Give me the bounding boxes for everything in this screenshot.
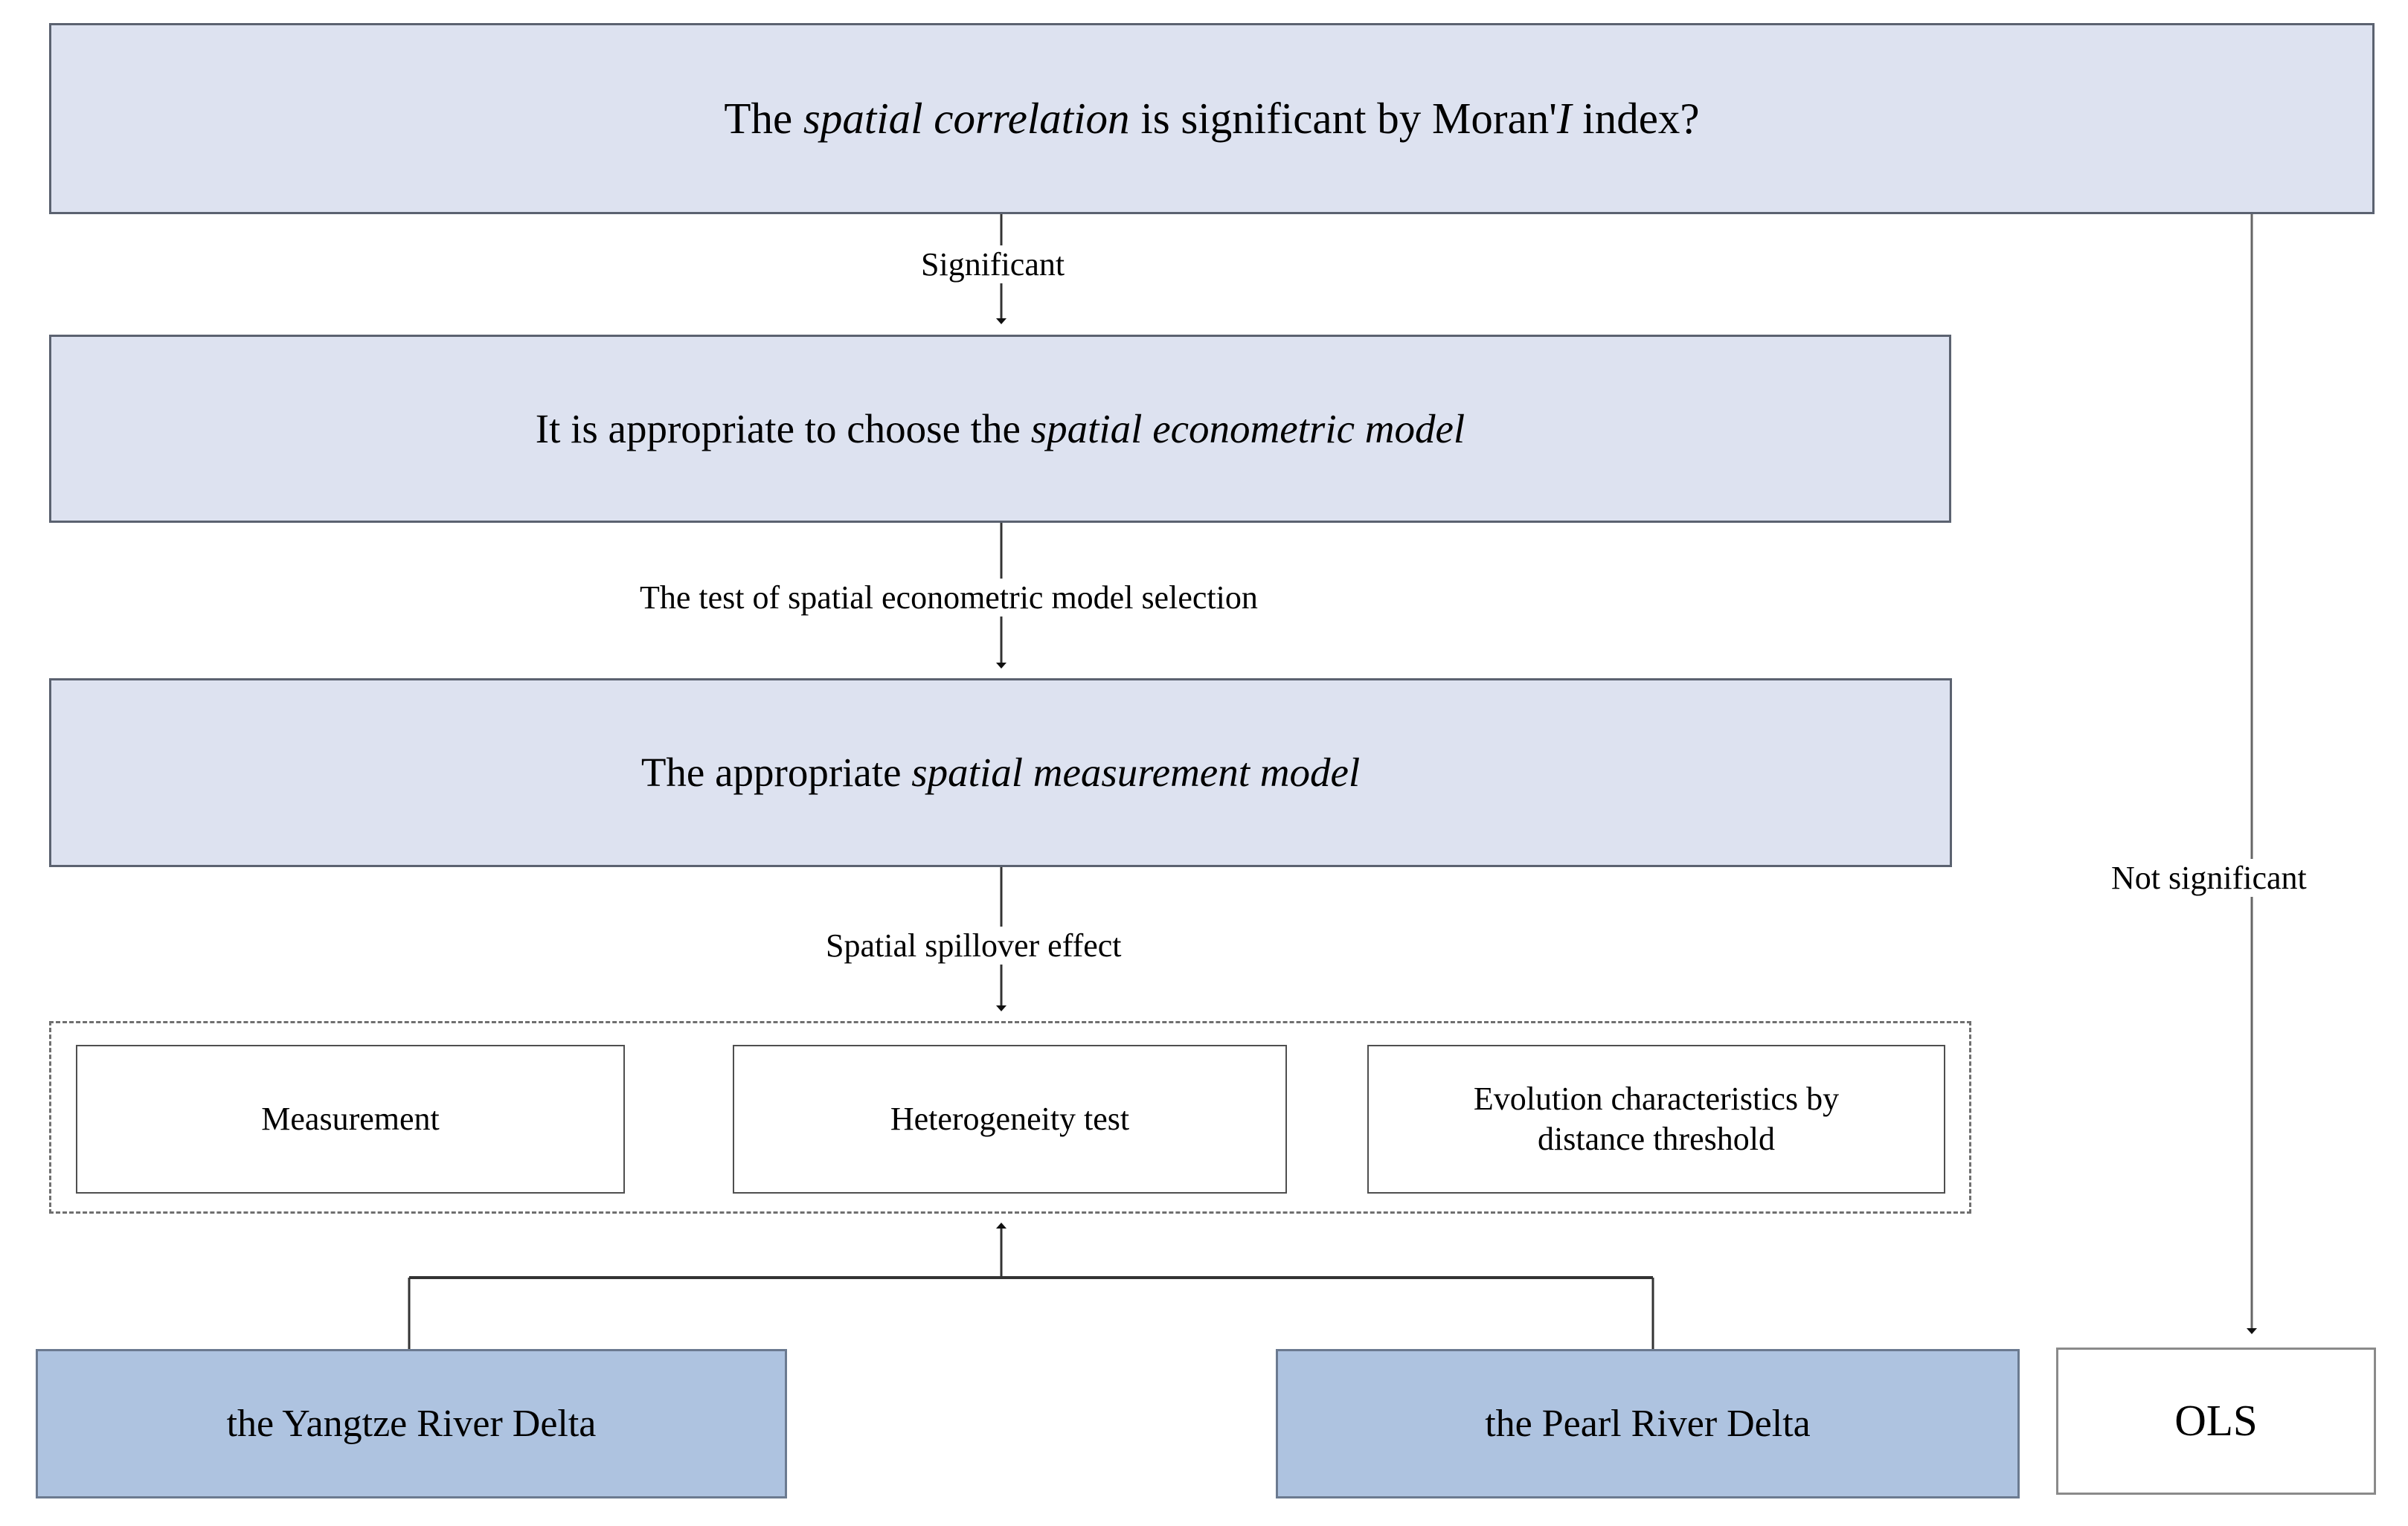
- choose-model-text-italic-1: spatial econometric model: [1030, 405, 1465, 451]
- edge-label-model-selection-test: The test of spatial econometric model se…: [632, 579, 1265, 616]
- appropriate-model-text-italic-1: spatial measurement model: [911, 750, 1361, 796]
- node-ols[interactable]: OLS: [2056, 1348, 2376, 1495]
- node-choose-model-text: It is appropriate to choose the spatial …: [536, 404, 1465, 454]
- node-evolution-characteristics[interactable]: Evolution characteristics by distance th…: [1367, 1045, 1945, 1194]
- node-appropriate-model-text: The appropriate spatial measurement mode…: [641, 747, 1360, 797]
- node-heterogeneity-test-label: Heterogeneity test: [890, 1101, 1130, 1138]
- node-appropriate-spatial-measurement-model[interactable]: The appropriate spatial measurement mode…: [49, 678, 1952, 867]
- edge-label-significant: Significant: [914, 245, 1073, 283]
- node-choose-spatial-econometric-model[interactable]: It is appropriate to choose the spatial …: [49, 335, 1951, 523]
- decision-text-1: The: [724, 93, 803, 143]
- node-yangtze-label: the Yangtze River Delta: [226, 1402, 597, 1445]
- node-measurement[interactable]: Measurement: [76, 1045, 625, 1194]
- node-heterogeneity-test[interactable]: Heterogeneity test: [733, 1045, 1287, 1194]
- node-pearl-river-delta[interactable]: the Pearl River Delta: [1276, 1349, 2020, 1498]
- node-ols-label: OLS: [2174, 1396, 2258, 1446]
- node-evolution-label-line-1: Evolution characteristics by: [1473, 1081, 1840, 1118]
- node-pearl-label: the Pearl River Delta: [1485, 1402, 1811, 1445]
- node-decision-text: The spatial correlation is significant b…: [724, 92, 1699, 146]
- node-evolution-label-line-2: distance threshold: [1538, 1121, 1775, 1157]
- analysis-group-container: [49, 1021, 1971, 1214]
- decision-text-italic-1: spatial correlation: [803, 93, 1130, 143]
- choose-model-text-1: It is appropriate to choose the: [535, 405, 1031, 451]
- decision-text-italic-2: I: [1556, 93, 1572, 143]
- decision-text-2: is significant by Moran': [1129, 93, 1557, 143]
- node-measurement-label: Measurement: [261, 1101, 440, 1138]
- node-yangtze-river-delta[interactable]: the Yangtze River Delta: [36, 1349, 787, 1498]
- node-spatial-correlation-decision[interactable]: The spatial correlation is significant b…: [49, 23, 2375, 214]
- decision-text-3: index?: [1571, 93, 1700, 143]
- edge-label-spatial-spillover-effect: Spatial spillover effect: [818, 927, 1129, 965]
- edge-label-not-significant: Not significant: [2104, 859, 2314, 897]
- appropriate-model-text-1: The appropriate: [640, 750, 912, 796]
